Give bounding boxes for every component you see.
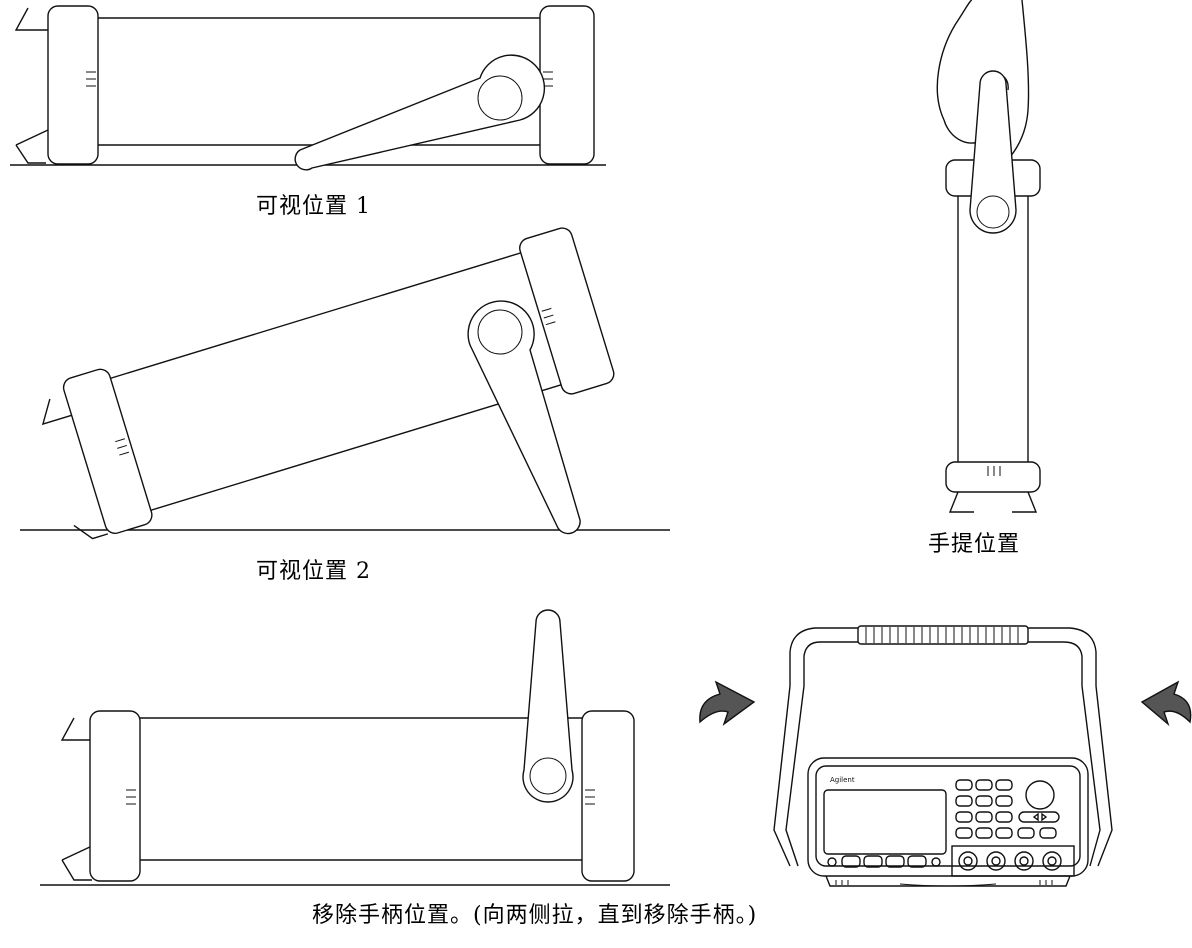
handle-as-stand bbox=[467, 300, 581, 535]
device-logo: Agilent bbox=[830, 776, 855, 784]
front-bumper bbox=[89, 710, 141, 882]
arrow-keys bbox=[1018, 811, 1060, 823]
front-feet bbox=[60, 717, 93, 881]
caption-view-position-2: 可视位置 2 bbox=[256, 559, 371, 584]
rear-bumper bbox=[581, 710, 635, 882]
display-screen bbox=[823, 789, 947, 855]
rotary-knob bbox=[1025, 780, 1055, 810]
front-bumper-vents bbox=[86, 71, 96, 87]
front-feet bbox=[41, 398, 109, 540]
front-bumper bbox=[62, 368, 153, 534]
instrument-handle-upright bbox=[40, 609, 670, 886]
bottom-feet bbox=[948, 491, 1038, 513]
body-top-edge bbox=[80, 252, 521, 389]
caption-carry-position: 手提位置 bbox=[928, 532, 1021, 557]
carry-handle bbox=[294, 54, 546, 171]
instrument-carry-position bbox=[936, 0, 1041, 513]
handle-hub bbox=[976, 195, 1010, 229]
left-pull-arrow-icon bbox=[699, 680, 756, 726]
base-vents bbox=[835, 880, 1053, 887]
handle-right-arm bbox=[1081, 685, 1113, 867]
rear-bumper bbox=[539, 5, 595, 165]
keypad bbox=[955, 779, 1057, 839]
rear-bumper-vents bbox=[541, 307, 556, 326]
front-feet bbox=[14, 7, 49, 164]
right-pull-arrow-icon bbox=[1140, 680, 1192, 727]
body-bottom-edge bbox=[120, 384, 562, 521]
bottom-bumper bbox=[945, 461, 1041, 493]
caption-view-position-1: 可视位置 1 bbox=[256, 194, 371, 219]
front-bumper bbox=[47, 5, 99, 165]
front-bumper-vents bbox=[126, 789, 136, 805]
handle-arch-inner bbox=[803, 641, 1083, 686]
instrument-view-position-1 bbox=[10, 5, 606, 171]
front-bumper-vents bbox=[115, 438, 130, 456]
case-base bbox=[825, 875, 1071, 887]
instrument-front-view-remove-handle: Agilent bbox=[699, 625, 1192, 887]
bnc-connectors bbox=[958, 851, 1062, 871]
hand-outline-left bbox=[936, 0, 973, 121]
caption-remove-handle: 移除手柄位置。(向两侧拉，直到移除手柄。) bbox=[312, 903, 758, 928]
carry-handle bbox=[969, 70, 1017, 234]
rear-bumper-vents bbox=[585, 789, 595, 805]
instrument-view-position-2 bbox=[20, 227, 670, 540]
handle-hub bbox=[477, 75, 523, 121]
handle-hub bbox=[529, 757, 567, 795]
handle-left-arm bbox=[773, 685, 805, 867]
rear-bumper bbox=[519, 227, 615, 395]
softkeys bbox=[827, 855, 941, 868]
handle-hub bbox=[477, 309, 523, 355]
connector-panel bbox=[951, 845, 1075, 877]
upright-handle bbox=[522, 609, 574, 803]
handle-grip-ribs bbox=[865, 627, 1019, 643]
front-panel bbox=[815, 765, 1081, 867]
bottom-bumper-vents bbox=[987, 466, 1001, 476]
